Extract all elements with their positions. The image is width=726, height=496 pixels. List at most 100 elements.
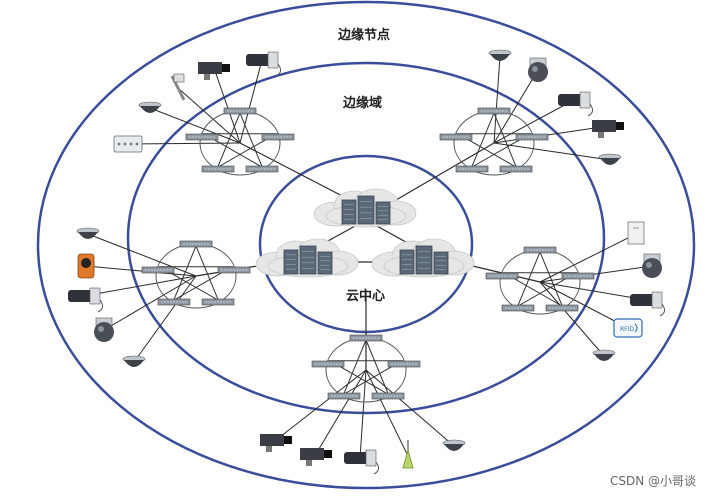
box-lens: [284, 436, 292, 444]
cloud-icon: [313, 188, 417, 228]
edge-domain-node-bottom: [311, 334, 421, 403]
bullet-hood: [267, 51, 279, 69]
ap-body: [627, 221, 645, 245]
rfid-wave: [634, 323, 638, 333]
bullet-camera-icon: [558, 91, 594, 117]
device-link: [493, 125, 609, 144]
dome-camera-icon: [592, 349, 616, 361]
device-link: [85, 265, 197, 277]
speed-dome-camera-icon: [94, 317, 114, 342]
bullet-body: [246, 54, 272, 66]
device-link: [493, 142, 611, 161]
sensor-port: [117, 142, 121, 146]
mounted-camera-icon: [170, 73, 186, 101]
dome-lens: [594, 354, 614, 361]
bullet-body: [344, 452, 370, 464]
server-rack-icon: [283, 249, 299, 275]
access-point-icon: [627, 221, 645, 245]
dome-glint: [532, 66, 538, 72]
server-rack-icon: [375, 201, 391, 225]
middle-ring-label: 边缘域: [343, 96, 383, 111]
box-body: [300, 448, 324, 460]
bullet-cable: [373, 461, 380, 475]
orange-lens: [81, 258, 91, 268]
box-lens: [324, 450, 332, 458]
dome-camera-icon: [488, 49, 512, 61]
dome-lens: [140, 106, 160, 113]
device-link: [315, 369, 367, 455]
speed-dome-camera-icon: [642, 253, 662, 278]
device-link: [149, 107, 241, 144]
device-link: [239, 59, 263, 144]
device-link: [83, 275, 197, 297]
box-lens: [616, 122, 624, 130]
bullet-camera-icon: [246, 51, 282, 77]
bullet-camera-icon: [344, 449, 380, 475]
dome-camera-icon: [138, 101, 162, 113]
antenna-icon: [402, 440, 414, 469]
rfid-reader-icon: RFID: [613, 318, 643, 338]
box-mount: [266, 446, 272, 452]
edge-domain-node-right: [485, 246, 595, 315]
server-rack-icon: [299, 245, 317, 275]
bullet-hood: [89, 287, 101, 305]
star-mesh: [327, 339, 405, 396]
edge-domain-node-top-right: [439, 107, 549, 176]
cloud-icon: [371, 238, 475, 278]
edge-domain-node-left: [141, 240, 251, 309]
box-camera-icon: [592, 120, 624, 138]
dome-lens: [124, 360, 144, 367]
inner-ring-label: 云中心: [346, 289, 386, 304]
star-mesh: [201, 112, 279, 169]
antenna-body: [402, 448, 414, 469]
bullet-cable: [275, 63, 282, 77]
middle-ring: [126, 61, 606, 415]
box-mount: [204, 74, 210, 80]
bullet-body: [68, 290, 94, 302]
device-link: [133, 275, 197, 363]
dome-sphere: [642, 258, 662, 278]
dome-glint: [98, 326, 104, 332]
box-camera-icon: [198, 62, 230, 80]
box-mount: [598, 132, 604, 138]
edge-domain-node-top-left: [185, 107, 295, 176]
speed-dome-camera-icon: [528, 57, 548, 82]
server-rack-icon: [433, 251, 449, 275]
bullet-cable: [97, 299, 104, 313]
box-body: [592, 120, 616, 132]
server-rack-icon: [357, 195, 375, 225]
cloud-icon: [255, 238, 359, 278]
device-link: [493, 99, 575, 144]
dome-lens: [444, 444, 464, 451]
bullet-hood: [365, 449, 377, 467]
server-rack-icon: [317, 251, 333, 275]
dome-glint: [646, 262, 652, 268]
box-lens: [222, 64, 230, 72]
mount-head: [173, 73, 185, 83]
orange-camera-icon: [77, 253, 95, 279]
device-link: [103, 275, 197, 331]
dome-camera-icon: [76, 227, 100, 239]
bullet-hood: [579, 91, 591, 109]
watermark: CSDN @小哥谈: [610, 474, 697, 488]
device-link: [539, 265, 653, 283]
device-link: [539, 281, 647, 301]
sensor-port: [129, 142, 133, 146]
bullet-cable: [659, 303, 666, 317]
dome-lens: [600, 158, 620, 165]
star-mesh: [455, 112, 533, 169]
dome-sphere: [94, 322, 114, 342]
star-mesh: [501, 251, 579, 308]
outer-ring: [36, 0, 696, 490]
bullet-body: [558, 94, 584, 106]
uplink-line: [239, 142, 351, 201]
sensor-box-icon: [113, 135, 143, 153]
server-rack-icon: [415, 245, 433, 275]
bullet-camera-icon: [630, 291, 666, 317]
bullet-camera-icon: [68, 287, 104, 313]
device-link: [365, 369, 455, 447]
rfid-body: [613, 318, 643, 338]
bullet-cable: [587, 103, 594, 117]
